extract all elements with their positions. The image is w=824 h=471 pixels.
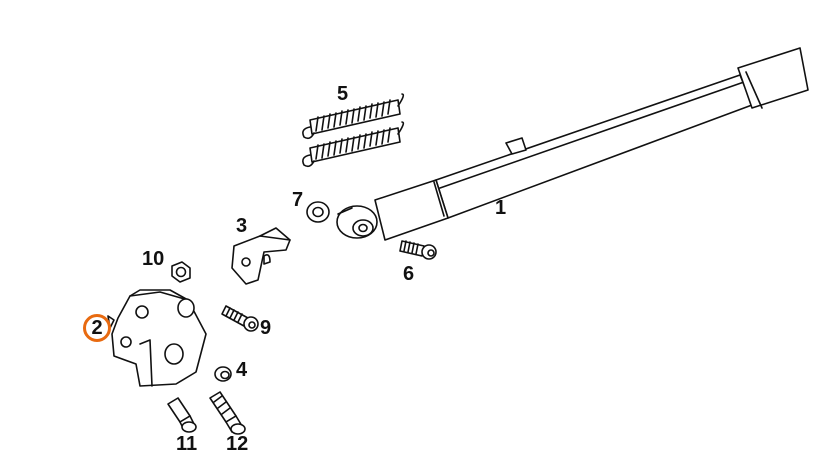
- callout-6: 6: [403, 263, 415, 285]
- callout-9: 9: [260, 317, 272, 339]
- part-1-stand-leg[interactable]: [336, 47, 809, 241]
- part-11-cap-screw[interactable]: [167, 397, 197, 433]
- part-9-screw[interactable]: [221, 305, 259, 332]
- part-4-spacer[interactable]: [214, 366, 232, 382]
- callout-1: 1: [495, 197, 507, 219]
- callout-3: 3: [236, 215, 248, 237]
- part-5-springs[interactable]: [302, 93, 405, 168]
- part-10-nut[interactable]: [171, 261, 191, 283]
- callout-4: 4: [236, 359, 248, 381]
- part-2-mounting-plate[interactable]: [107, 289, 207, 387]
- callout-2-highlighted[interactable]: 2: [83, 314, 111, 342]
- callout-7: 7: [292, 189, 304, 211]
- callout-11: 11: [176, 433, 198, 455]
- part-12-cap-screw[interactable]: [209, 391, 246, 435]
- callout-10: 10: [142, 248, 165, 270]
- part-6-screw[interactable]: [399, 240, 437, 260]
- callout-12: 12: [226, 433, 249, 455]
- callout-5: 5: [337, 83, 349, 105]
- part-7-bushing[interactable]: [306, 201, 330, 223]
- part-3-bracket[interactable]: [231, 227, 291, 285]
